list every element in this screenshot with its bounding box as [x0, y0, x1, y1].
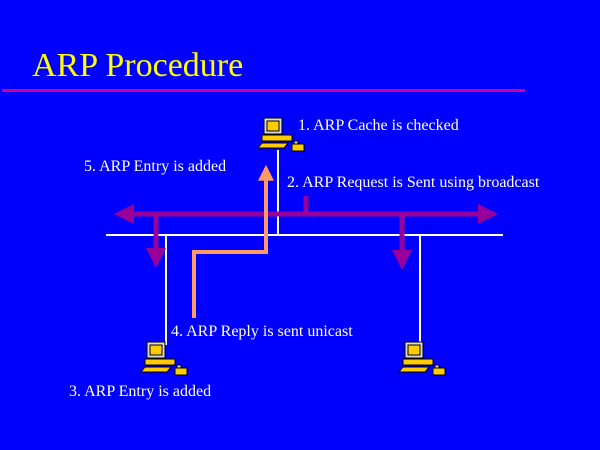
step-5-label: 5. ARP Entry is added — [84, 158, 227, 175]
unicast-reply-arrow — [192, 164, 274, 318]
step-4-label: 4. ARP Reply is sent unicast — [171, 323, 353, 340]
computer-icon — [398, 341, 446, 376]
title-rule — [2, 89, 525, 92]
step-3-label: 3. ARP Entry is added — [69, 383, 212, 400]
step-2-label: 2. ARP Request is Sent using broadcast — [287, 174, 540, 191]
computer-icon — [140, 341, 188, 376]
step-1-label: 1. ARP Cache is checked — [298, 117, 459, 134]
slide-title: ARP Procedure — [32, 47, 244, 84]
